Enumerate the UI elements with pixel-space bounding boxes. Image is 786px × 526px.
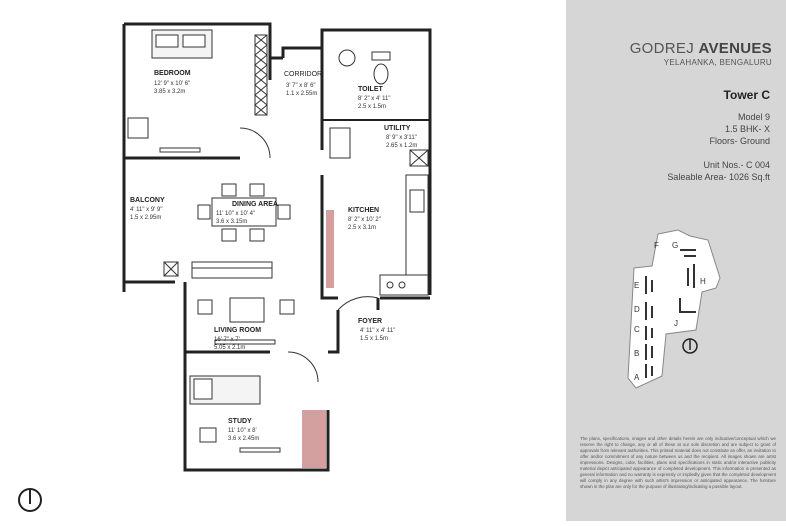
info-panel: GODREJ AVENUES YELAHANKA, BENGALURU Towe…: [566, 0, 786, 521]
svg-text:FOYER: FOYER: [358, 318, 382, 325]
brand-location: YELAHANKA, BENGALURU: [663, 58, 772, 67]
svg-text:8' 2" x 4' 11": 8' 2" x 4' 11": [358, 96, 390, 102]
svg-text:BALCONY: BALCONY: [130, 197, 165, 204]
svg-text:1.5 x 2.95m: 1.5 x 2.95m: [130, 215, 161, 221]
room-dining: DINING AREA 11' 10" x 10' 4" 3.6 x 3.15m: [216, 201, 278, 225]
svg-text:STUDY: STUDY: [228, 418, 252, 425]
model-text: Model 9: [737, 112, 770, 122]
svg-text:8' 2" x 10' 2": 8' 2" x 10' 2": [348, 217, 381, 223]
room-corridor: CORRIDOR 3' 7" x 8' 6" 1.1 x 2.55m: [284, 71, 322, 97]
svg-text:4' 11" x 4' 11": 4' 11" x 4' 11": [360, 328, 395, 334]
tower-title: Tower C: [723, 88, 770, 102]
block-label: C: [634, 325, 640, 334]
floors-text: Floors- Ground: [709, 136, 770, 146]
svg-text:11' 10" x 8': 11' 10" x 8': [228, 428, 257, 434]
key-plan: F G H J E D C B A: [627, 229, 721, 389]
room-study: STUDY 11' 10" x 8' 3.6 x 2.45m: [228, 418, 259, 442]
svg-text:2.5 x 3.1m: 2.5 x 3.1m: [348, 225, 376, 231]
block-label: G: [672, 241, 678, 250]
block-label: H: [700, 277, 706, 286]
svg-text:UTILITY: UTILITY: [384, 125, 411, 132]
svg-text:2.5 x 1.5m: 2.5 x 1.5m: [358, 104, 386, 110]
svg-text:3' 7" x 8' 6": 3' 7" x 8' 6": [286, 83, 316, 89]
block-label: J: [674, 319, 678, 328]
svg-text:2.65 x 1.2m: 2.65 x 1.2m: [386, 143, 417, 149]
svg-text:3.85 x 3.2m: 3.85 x 3.2m: [154, 89, 185, 95]
svg-text:8' 9" x 3'11": 8' 9" x 3'11": [386, 135, 417, 141]
block-label: F: [654, 241, 659, 250]
svg-text:1.5 x 1.5m: 1.5 x 1.5m: [360, 336, 388, 342]
room-living: LIVING ROOM 16' 7" x 7' 5.05 x 2.1m: [214, 327, 261, 351]
unit-text: Unit Nos.- C 004: [703, 160, 770, 170]
room-kitchen: KITCHEN 8' 2" x 10' 2" 2.5 x 3.1m: [348, 207, 381, 231]
room-utility: UTILITY 8' 9" x 3'11" 2.65 x 1.2m: [384, 125, 417, 149]
block-label: E: [634, 281, 639, 290]
svg-text:DINING AREA: DINING AREA: [232, 201, 278, 208]
floor-plan-drawing: BEDROOM 12' 9" x 10' 6" 3.85 x 3.2m CORR…: [18, 22, 432, 512]
disclaimer-text: The plans, specifications, images and ot…: [580, 436, 776, 489]
room-balcony: BALCONY 4' 11" x 9' 9" 1.5 x 2.95m: [130, 197, 165, 221]
svg-text:3.6 x 3.15m: 3.6 x 3.15m: [216, 219, 247, 225]
room-foyer: FOYER 4' 11" x 4' 11" 1.5 x 1.5m: [358, 318, 395, 342]
room-toilet: TOILET 8' 2" x 4' 11" 2.5 x 1.5m: [358, 86, 390, 110]
area-text: Saleable Area- 1026 Sq.ft: [667, 172, 770, 182]
svg-text:LIVING ROOM: LIVING ROOM: [214, 327, 261, 334]
svg-text:11' 10" x 10' 4": 11' 10" x 10' 4": [216, 211, 255, 217]
bhk-text: 1.5 BHK- X: [724, 124, 770, 134]
svg-text:CORRIDOR: CORRIDOR: [284, 71, 322, 78]
svg-text:TOILET: TOILET: [358, 86, 383, 93]
svg-text:3.6 x 2.45m: 3.6 x 2.45m: [228, 436, 259, 442]
room-bedroom: BEDROOM 12' 9" x 10' 6" 3.85 x 3.2m: [154, 70, 191, 95]
svg-text:4' 11" x 9' 9": 4' 11" x 9' 9": [130, 207, 162, 213]
svg-text:16' 7" x 7': 16' 7" x 7': [214, 337, 240, 343]
svg-text:12' 9" x 10' 6": 12' 9" x 10' 6": [154, 81, 190, 87]
block-label: D: [634, 305, 640, 314]
svg-text:5.05 x 2.1m: 5.05 x 2.1m: [214, 345, 245, 351]
block-label: B: [634, 349, 639, 358]
svg-text:1.1 x 2.55m: 1.1 x 2.55m: [286, 91, 317, 97]
svg-text:KITCHEN: KITCHEN: [348, 207, 379, 214]
svg-text:BEDROOM: BEDROOM: [154, 70, 191, 77]
brand-title: GODREJ AVENUES: [629, 40, 772, 57]
floor-plan: BEDROOM 12' 9" x 10' 6" 3.85 x 3.2m CORR…: [18, 22, 432, 512]
block-label: A: [634, 373, 640, 382]
